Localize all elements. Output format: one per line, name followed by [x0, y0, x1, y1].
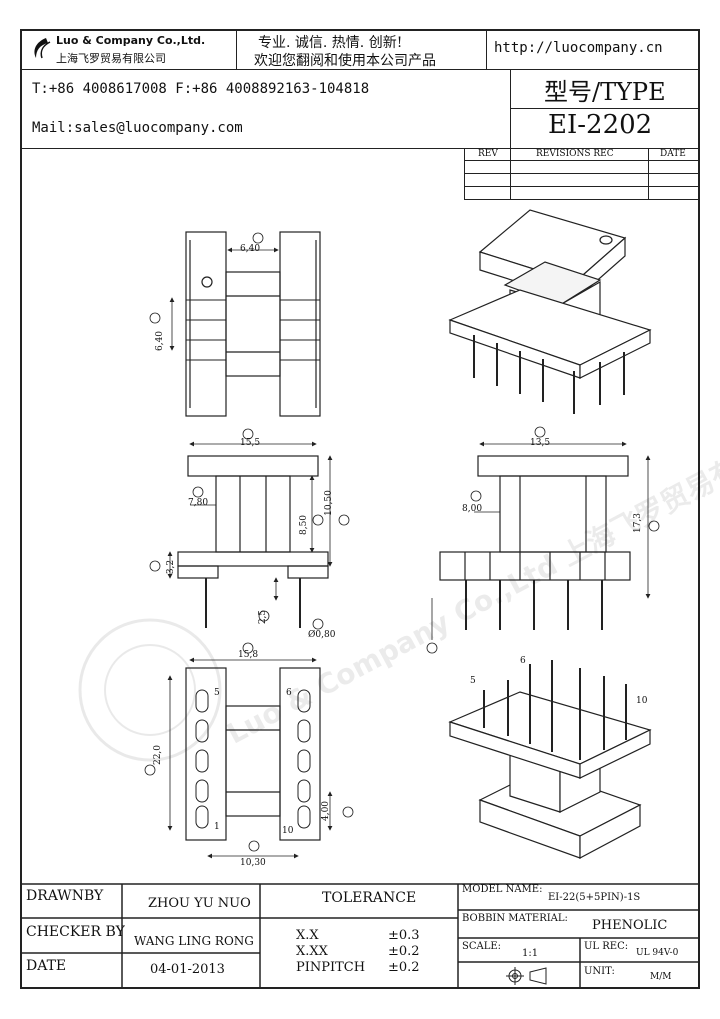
- iso-pin-label-10: 10: [636, 696, 648, 706]
- pin-label-5: 5: [214, 688, 220, 698]
- model-name-label: MODEL NAME:: [462, 884, 543, 895]
- company-name-en: Luo & Company Co.,Ltd.: [56, 34, 206, 47]
- slogan-line-1: 专业. 诚信. 热情. 创新!: [258, 35, 403, 51]
- dim-top-width: 6,40: [240, 244, 261, 254]
- date-col-header: DATE: [660, 149, 686, 159]
- tol-val-1: ±0.2: [388, 944, 420, 959]
- rev-col-header: REV: [478, 149, 498, 159]
- pin-label-6: 6: [286, 688, 292, 698]
- date-label: DATE: [26, 958, 67, 974]
- phone-fax: T:+86 4008617008 F:+86 4008892163-104818: [32, 81, 370, 97]
- checker-label: CHECKER BY: [26, 924, 125, 940]
- dim-front-32: 3,2: [166, 559, 177, 575]
- scale-label: SCALE:: [462, 941, 502, 952]
- dim-front-105: 10,50: [323, 490, 334, 516]
- pin-label-1: 1: [214, 822, 220, 832]
- pin-label-10: 10: [282, 826, 294, 836]
- model-number: EI-2202: [548, 110, 653, 140]
- drawing-frame: [20, 29, 700, 989]
- tol-val-2: ±0.2: [388, 960, 420, 975]
- slogan-line-2: 欢迎您翻阅和使用本公司产品: [254, 53, 436, 69]
- logo-swirl-icon: [34, 38, 51, 59]
- scale-value: 1:1: [522, 948, 539, 959]
- unit-label: UNIT:: [584, 966, 615, 977]
- dim-front-pin: Ø0,80: [308, 630, 336, 640]
- dim-bottom-4: 4,00: [321, 800, 332, 822]
- tol-key-2: PINPITCH: [296, 960, 366, 975]
- tolerance-label: TOLERANCE: [322, 890, 417, 906]
- bobbin-value: PHENOLIC: [592, 918, 668, 933]
- dim-front-j: 15,5: [240, 438, 261, 448]
- dim-bottom-158: 15,8: [238, 650, 259, 660]
- dim-front-h: 7,80: [188, 498, 209, 508]
- ul-label: UL REC:: [584, 941, 629, 952]
- website-link[interactable]: http://luocompany.cn: [494, 40, 663, 56]
- tol-val-0: ±0.3: [388, 928, 420, 943]
- mail: Mail:sales@luocompany.com: [32, 120, 243, 136]
- checker-value: WANG LING RONG: [134, 934, 254, 948]
- date-value: 04-01-2013: [150, 962, 225, 977]
- ul-value: UL 94V-0: [636, 948, 679, 958]
- type-label: 型号/TYPE: [544, 78, 666, 106]
- dim-bottom-22: 22,0: [153, 744, 164, 766]
- dim-side-i: 13,5: [530, 438, 551, 448]
- drawnby-value: ZHOU YU NUO: [148, 896, 251, 911]
- unit-value: M/M: [650, 972, 672, 982]
- company-logo: [30, 36, 52, 60]
- iso-pin-label-5: 5: [470, 676, 476, 686]
- drawnby-label: DRAWNBY: [26, 888, 104, 904]
- company-name-cn: 上海飞罗贸易有限公司: [56, 52, 166, 65]
- iso-pin-label-6: 6: [520, 656, 526, 666]
- dim-front-25: 2,5: [258, 609, 269, 625]
- model-name-value: EI-22(5+5PIN)-1S: [548, 892, 641, 903]
- tol-key-0: X.X: [296, 928, 319, 943]
- dim-front-85: 8,50: [299, 514, 310, 536]
- dim-side-h: 8,00: [462, 504, 483, 514]
- dim-top-height: 6,40: [155, 330, 166, 352]
- bobbin-label: BOBBIN MATERIAL:: [462, 913, 568, 924]
- dim-bottom-103: 10,30: [240, 858, 266, 868]
- tol-key-1: X.XX: [296, 944, 328, 959]
- rec-col-header: REVISIONS REC: [536, 149, 614, 159]
